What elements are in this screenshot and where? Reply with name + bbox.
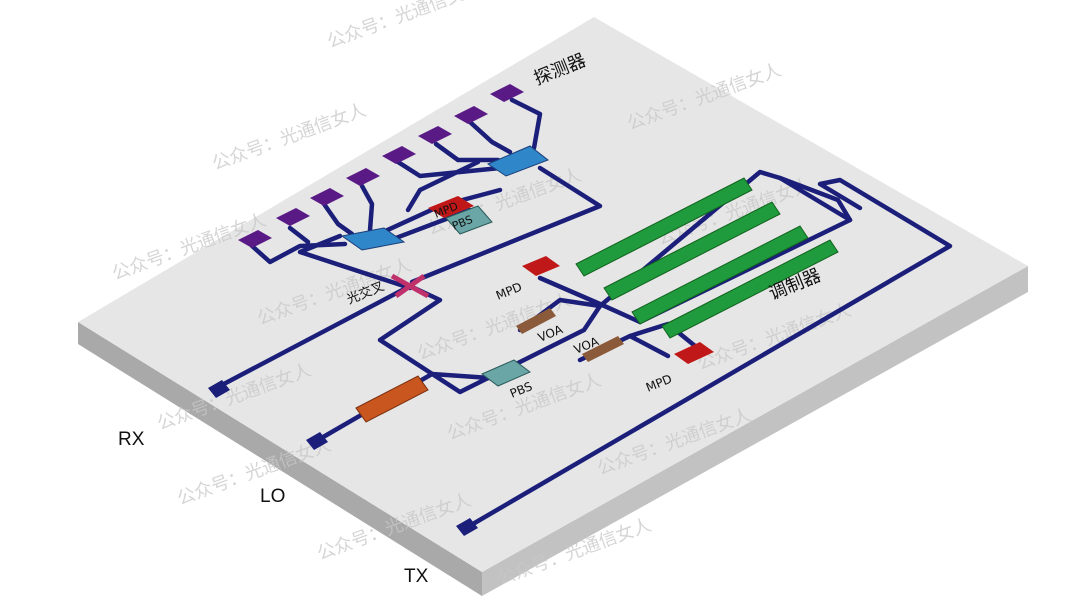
voa-1	[516, 308, 556, 334]
tx-port-pad	[456, 518, 478, 536]
detector-pad	[490, 84, 524, 102]
optical-crossing	[390, 273, 430, 299]
chip-top	[78, 17, 1028, 572]
waveguide	[287, 225, 311, 245]
waveguide	[597, 169, 853, 309]
waveguide	[509, 97, 543, 151]
detector-pad	[346, 168, 380, 186]
waveguide	[777, 175, 853, 223]
voa-2	[582, 336, 624, 362]
modulator-arm	[661, 239, 839, 339]
modulator-array	[575, 177, 839, 339]
waveguide	[497, 303, 603, 375]
detector-pad	[276, 208, 310, 226]
modulator-arm	[603, 201, 781, 301]
waveguide	[405, 159, 481, 213]
watermark-text: 公众号：光通信女人	[210, 100, 369, 175]
waveguide	[359, 183, 375, 233]
waveguide	[217, 283, 413, 389]
waveguide	[321, 201, 355, 237]
waveguide	[315, 371, 493, 443]
pbs-top	[445, 205, 493, 235]
hybrid-left	[340, 227, 406, 251]
waveguide	[409, 165, 603, 285]
detector-pad	[454, 106, 488, 124]
modulator-arm	[631, 225, 809, 325]
rx-port-pad	[208, 380, 230, 398]
chip-side-left	[78, 322, 482, 596]
waveguide	[467, 119, 513, 155]
detector-pad	[382, 146, 416, 164]
mpd-right	[674, 342, 714, 364]
waveguide	[433, 141, 501, 163]
waveguide	[297, 233, 413, 291]
mpd-top	[428, 196, 474, 218]
tx-label: TX	[404, 566, 429, 587]
waveguide	[377, 283, 503, 395]
detector-pad	[418, 126, 452, 144]
detector-pad	[238, 230, 272, 248]
chip-side-right	[482, 266, 1028, 596]
mpd-left	[522, 256, 560, 276]
detector-pad	[310, 188, 344, 206]
lo-laser	[355, 375, 429, 423]
detector-array	[238, 84, 524, 248]
hybrid-right	[486, 145, 550, 177]
waveguide	[463, 177, 953, 531]
rx-label: RX	[118, 429, 145, 450]
pbs-bottom	[481, 359, 531, 387]
waveguide	[395, 159, 503, 179]
lo-label: LO	[260, 486, 286, 507]
modulator-arm	[575, 177, 753, 277]
watermark-text: 公众号：光通信女人	[325, 0, 484, 53]
lo-port-pad	[306, 432, 328, 450]
